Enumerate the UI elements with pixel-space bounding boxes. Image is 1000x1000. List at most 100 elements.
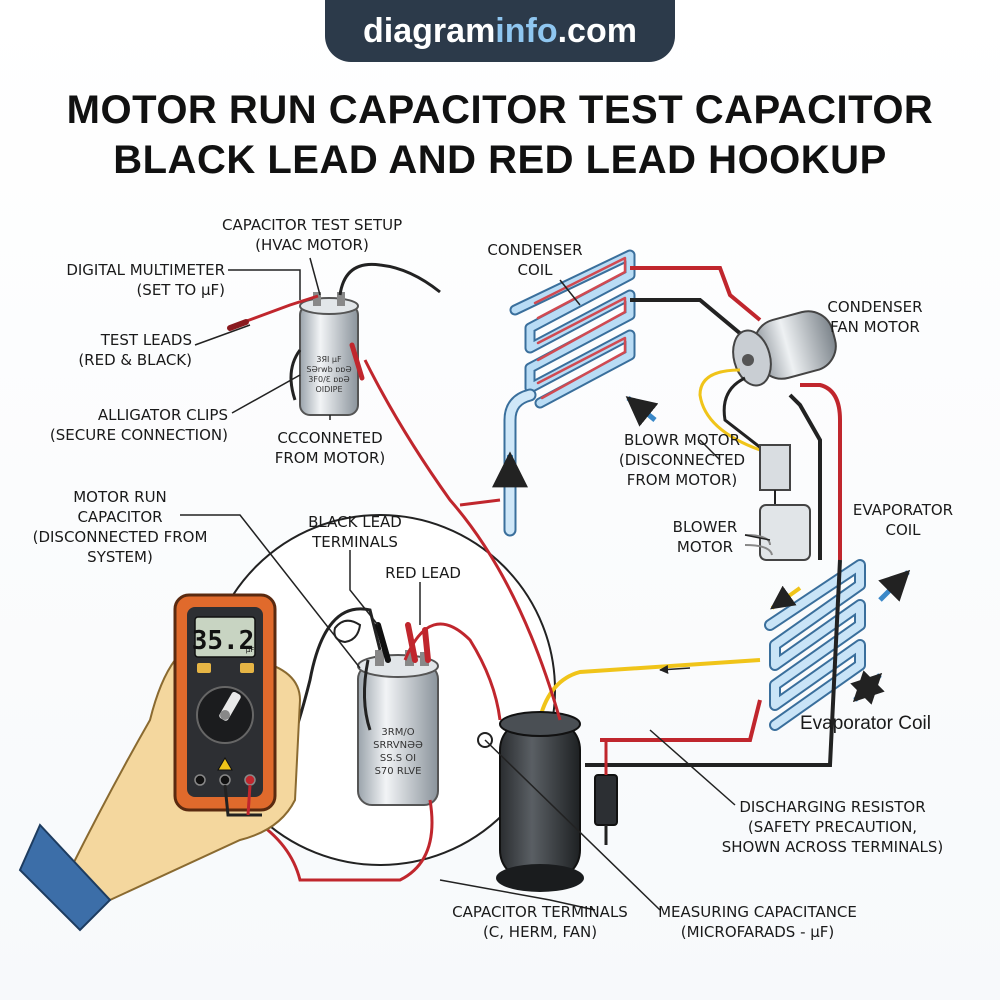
label-line: SHOWN ACROSS TERMINALS) <box>721 838 944 856</box>
label-line: (SET TO μF) <box>136 281 225 299</box>
compressor <box>496 711 584 892</box>
label-condenser-coil: CONDENSER COIL <box>480 240 590 280</box>
label-evaporator-coil: Evaporator Coil <box>800 712 970 736</box>
label-line: CAPACITOR TEST SETUP <box>222 216 403 234</box>
large-cap-line-3: SS.S OI <box>380 753 416 764</box>
yellow-line-suction <box>538 658 761 719</box>
meter-reading: 35.2 <box>192 626 255 656</box>
label-blowr-motor: BLOWR MOTOR (DISCONNECTED FROM MOTOR) <box>612 430 752 490</box>
label-black-lead-terminals: BLACK LEAD TERMINALS <box>300 512 410 552</box>
blower-relay <box>759 444 791 510</box>
small-cap-line-3: 3F0/Ɛ ɒɒƏ <box>308 375 349 384</box>
site-banner[interactable]: diagraminfo.com <box>325 0 675 62</box>
blower-motor <box>744 504 811 561</box>
black-lead-top <box>289 349 302 401</box>
label-condenser-fan-motor: CONDENSER FAN MOTOR <box>815 297 935 337</box>
label-line: BLOWER <box>672 518 738 536</box>
label-line: (C, HERM, FAN) <box>482 923 598 941</box>
label-red-lead: RED LEAD <box>378 563 468 583</box>
label-line: BLACK LEAD <box>308 513 402 531</box>
small-cap-line-1: 3ЯI µF <box>316 355 342 364</box>
page-title-line-2: BLACK LEAD AND RED LEAD HOOKUP <box>113 138 887 182</box>
label-digital-multimeter: DIGITAL MULTIMETER (SET TO μF) <box>20 260 225 300</box>
small-capacitor: 3ЯI µF SƏrwb ɒɒƏ 3F0/Ɛ ɒɒƏ OIDIPE <box>299 292 359 416</box>
red-wire-fan-right <box>800 383 842 560</box>
meter-unit: μF <box>246 646 254 654</box>
label-alligator-clips: ALLIGATOR CLIPS (SECURE CONNECTION) <box>20 405 228 445</box>
label-line: CAPACITOR TERMINALS <box>452 903 628 921</box>
small-cap-line-2: SƏrwb ɒɒƏ <box>306 365 351 374</box>
label-test-leads: TEST LEADS (RED & BLACK) <box>20 330 192 370</box>
label-line: EVAPORATOR <box>852 501 954 519</box>
label-line: CCCONNETED <box>277 429 383 447</box>
red-wire-loop <box>363 359 562 721</box>
label-line: COIL <box>885 521 921 539</box>
page-title-line-1: MOTOR RUN CAPACITOR TEST CAPACITOR <box>66 88 934 132</box>
leader-blower <box>744 534 771 541</box>
small-cap-line-4: OIDIPE <box>315 385 342 394</box>
label-line: (SAFETY PRECAUTION, <box>747 818 918 836</box>
label-capacitor-terminals: CAPACITOR TERMINALS (C, HERM, FAN) <box>440 902 640 942</box>
label-measuring-capacitance: MEASURING CAPACITANCE (MICROFARADS - μF) <box>640 902 875 942</box>
label-line: DISCHARGING RESISTOR <box>739 798 926 816</box>
discharging-resistor <box>594 740 618 845</box>
label-line: CAPACITOR <box>77 508 163 526</box>
red-lead-circle <box>245 799 434 882</box>
black-wire-top <box>338 262 441 296</box>
label-line: Evaporator Coil <box>800 713 931 734</box>
label-line: (SECURE CONNECTION) <box>49 426 228 444</box>
label-line: MOTOR RUN <box>73 488 167 506</box>
leader-measuring <box>484 739 661 911</box>
evaporator-coil <box>764 559 911 731</box>
label-line: MEASURING CAPACITANCE <box>658 903 857 921</box>
label-line: (HVAC MOTOR) <box>255 236 369 254</box>
label-line: BLOWR MOTOR <box>623 431 741 449</box>
leader-cap-terminals <box>439 879 596 911</box>
leader-multimeter <box>228 269 301 300</box>
label-line: FAN MOTOR <box>830 318 920 336</box>
label-line: RED LEAD <box>385 564 461 582</box>
banner-part-1: diagram <box>363 12 496 50</box>
banner-part-2: info <box>495 12 558 50</box>
label-blower-motor: BLOWER MOTOR <box>660 517 750 557</box>
label-line: (MICROFARADS - μF) <box>680 923 835 941</box>
red-line-top <box>630 266 762 322</box>
leader-condenser-coil <box>559 279 581 306</box>
black-line-bottom <box>585 559 842 767</box>
label-disconnected-from-motor: CCCONNETED FROM MOTOR) <box>255 428 405 468</box>
leader-discharging <box>649 729 736 806</box>
label-line: DIGITAL MULTIMETER <box>66 261 225 279</box>
liquid-line-tube <box>492 388 537 537</box>
red-lead-top <box>243 294 319 324</box>
red-line-bottom <box>600 699 762 742</box>
leader-blowr <box>699 439 721 461</box>
label-line: (DISCONNECTED <box>618 451 746 469</box>
large-capacitor: 3RM/O SRRVNƏƏ SS.S OI S70 RLVE <box>357 650 439 806</box>
yellow-wire-fan <box>698 368 761 452</box>
label-line: TEST LEADS <box>100 331 192 349</box>
condenser-coil <box>509 249 636 409</box>
label-discharging-resistor: DISCHARGING RESISTOR (SAFETY PRECAUTION,… <box>705 797 960 857</box>
label-line: ALLIGATOR CLIPS <box>97 406 228 424</box>
label-line: CONDENSER <box>487 241 583 259</box>
leader-test-setup <box>309 257 321 296</box>
label-line: TERMINALS <box>312 533 398 551</box>
leader-alligator <box>231 374 301 414</box>
large-cap-line-2: SRRVNƏƏ <box>373 740 423 751</box>
label-line: (RED & BLACK) <box>78 351 192 369</box>
label-line: COIL <box>517 261 553 279</box>
large-cap-line-1: 3RM/O <box>381 727 414 738</box>
black-wire-fan <box>722 376 771 457</box>
banner-part-3: .com <box>557 12 637 50</box>
label-capacitor-test-setup: CAPACITOR TEST SETUP (HVAC MOTOR) <box>222 215 402 255</box>
multimeter[interactable]: 35.2 μF <box>173 593 277 812</box>
leader-black-lead <box>349 550 379 626</box>
black-wire-fan-right <box>788 393 822 560</box>
label-line: FROM MOTOR) <box>626 471 738 489</box>
label-line: SYSTEM) <box>87 548 153 566</box>
leader-test-leads <box>194 324 251 346</box>
label-line: MOTOR <box>676 538 734 556</box>
label-line: CONDENSER <box>827 298 923 316</box>
large-cap-line-4: S70 RLVE <box>375 766 422 777</box>
